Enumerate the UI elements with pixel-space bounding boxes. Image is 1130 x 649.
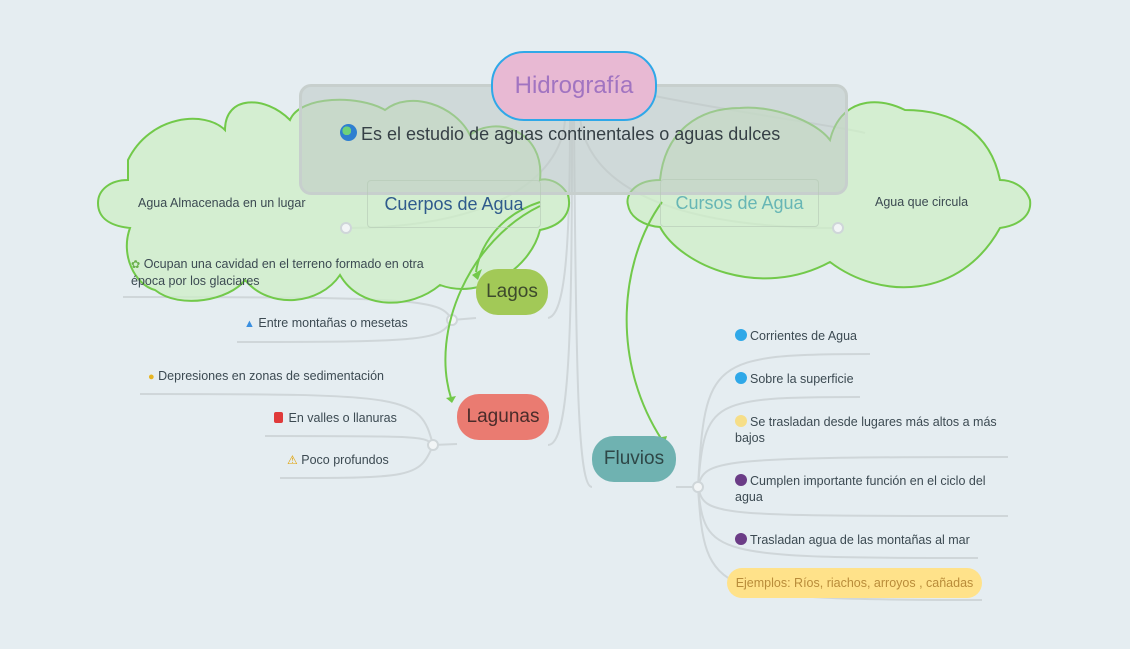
fluvios-item-2-text: Sobre la superficie (750, 372, 854, 386)
warning-icon: ⚠ (287, 453, 298, 467)
lagos-item-2-text: Entre montañas o mesetas (258, 316, 408, 330)
summary-text-row[interactable]: Es el estudio de aguas continentales o a… (340, 124, 780, 145)
topic-fluvios-label: Fluvios (603, 448, 665, 469)
lagos-item-1[interactable]: ✿ Ocupan una cavidad en el terreno forma… (131, 256, 431, 289)
boundary-right-label: Cursos de Agua (675, 192, 804, 213)
purple-dot-icon (735, 533, 747, 545)
boundary-left-label: Cuerpos de Agua (384, 193, 524, 214)
lagunas-item-1[interactable]: ● Depresiones en zonas de sedimentación (148, 369, 384, 383)
topic-lagos-label: Lagos (486, 281, 538, 302)
red-marker-icon (274, 412, 283, 423)
yellow-dot-icon (735, 415, 747, 427)
fluvios-item-2[interactable]: Sobre la superficie (735, 372, 854, 386)
mountain-cap-icon: ▲ (244, 318, 255, 330)
fluvios-item-3-text: Se trasladan desde lugares más altos a m… (735, 415, 997, 445)
relationship-arrows (444, 201, 663, 441)
boundary-right-note[interactable]: Agua que circula (875, 195, 969, 209)
fluvios-item-5-text: Trasladan agua de las montañas al mar (750, 533, 970, 547)
lagos-item-2[interactable]: ▲ Entre montañas o mesetas (244, 316, 408, 330)
blue-dot-icon (735, 372, 747, 384)
lagunas-item-1-text: Depresiones en zonas de sedimentación (158, 369, 384, 383)
fluvios-item-1-text: Corrientes de Agua (750, 329, 858, 343)
lightbulb-icon: ● (148, 371, 155, 383)
topic-lagunas-label: Lagunas (466, 406, 540, 427)
fluvios-example-text: Ejemplos: Ríos, riachos, arroyos , cañad… (735, 576, 974, 590)
blue-dot-icon (735, 329, 747, 341)
purple-dot-icon (735, 474, 747, 486)
central-topic-label: Hidrografía (514, 72, 634, 99)
fluvios-item-4-text: Cumplen importante función en el ciclo d… (735, 474, 986, 504)
topic-fluvios[interactable]: Fluvios (592, 436, 676, 482)
lagunas-item-2-text: En valles o llanuras (288, 411, 397, 425)
boundary-left-note[interactable]: Agua Almacenada en un lugar (138, 196, 306, 210)
fluvios-item-4[interactable]: Cumplen importante función en el ciclo d… (735, 473, 1007, 505)
fluvios-example-pill[interactable]: Ejemplos: Ríos, riachos, arroyos , cañad… (727, 568, 982, 598)
central-topic[interactable]: Hidrografía (491, 51, 657, 121)
lagunas-item-3-text: Poco profundos (301, 453, 389, 467)
seedling-icon: ✿ (131, 259, 141, 271)
summary-text: Es el estudio de aguas continentales o a… (361, 124, 781, 144)
topic-lagos[interactable]: Lagos (476, 269, 548, 315)
boundary-left-label-box[interactable]: Cuerpos de Agua (367, 180, 541, 228)
fluvios-item-1[interactable]: Corrientes de Agua (735, 329, 857, 343)
fluvios-item-3[interactable]: Se trasladan desde lugares más altos a m… (735, 414, 1007, 446)
lagunas-item-2[interactable]: En valles o llanuras (274, 411, 397, 425)
lagunas-item-3[interactable]: ⚠ Poco profundos (287, 453, 389, 467)
boundary-right-label-box[interactable]: Cursos de Agua (660, 179, 819, 227)
fluvios-item-5[interactable]: Trasladan agua de las montañas al mar (735, 533, 970, 547)
lagos-item-1-text: Ocupan una cavidad en el terreno formado… (131, 257, 424, 288)
globe-icon (340, 124, 357, 141)
topic-lagunas[interactable]: Lagunas (457, 394, 549, 440)
